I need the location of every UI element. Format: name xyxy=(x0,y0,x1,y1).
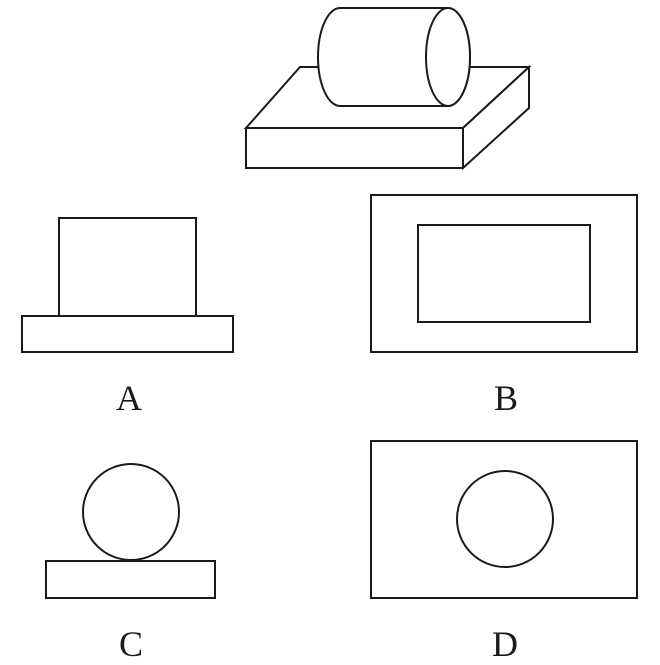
option-b: B xyxy=(370,194,638,418)
slab-front-face xyxy=(245,127,464,169)
option-c-label: C xyxy=(119,624,143,664)
option-d: D xyxy=(370,440,638,664)
option-a-base-rect xyxy=(21,315,234,353)
option-b-inner-rect xyxy=(417,224,591,323)
option-a-upper-rect xyxy=(58,217,197,317)
option-b-label: B xyxy=(494,378,518,418)
option-d-circle xyxy=(456,470,554,568)
cylinder xyxy=(317,7,471,107)
cylinder-end-face xyxy=(425,7,471,107)
option-c: C xyxy=(45,463,216,664)
option-d-label: D xyxy=(492,624,518,664)
solid-object xyxy=(243,7,532,171)
option-c-circle xyxy=(82,463,180,561)
option-c-base-rect xyxy=(45,560,216,599)
option-a-label: A xyxy=(116,378,142,418)
option-a: A xyxy=(21,217,234,418)
